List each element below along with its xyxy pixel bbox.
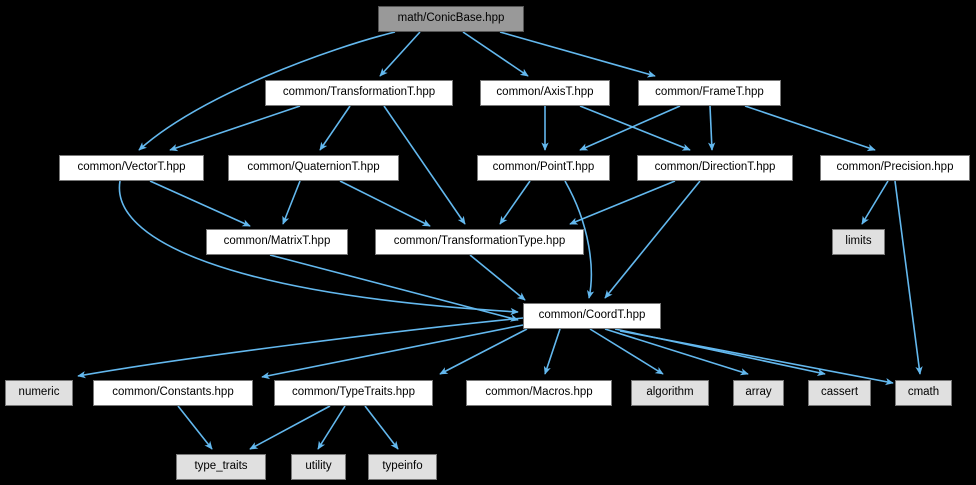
graph-node-pointt[interactable]: common/PointT.hpp bbox=[477, 155, 610, 181]
graph-node-transformationt[interactable]: common/TransformationT.hpp bbox=[265, 80, 453, 106]
edge-framet-to-directiont bbox=[708, 105, 716, 151]
graph-node-label: common/FrameT.hpp bbox=[655, 86, 764, 99]
graph-node-axist[interactable]: common/AxisT.hpp bbox=[480, 80, 610, 106]
graph-node-label: common/CoordT.hpp bbox=[538, 309, 646, 322]
edge-transformationt-to-transformationtype bbox=[383, 105, 466, 225]
graph-node-label: array bbox=[745, 386, 772, 399]
graph-node-label: typeinfo bbox=[382, 460, 423, 473]
edge-constants-to-type_traits bbox=[177, 405, 213, 450]
edge-quaterniont-to-matrixt bbox=[282, 180, 301, 225]
edge-conicbase-to-vectort bbox=[138, 31, 396, 151]
edge-coordt-to-array bbox=[604, 328, 749, 376]
edge-coordt-to-algorithm bbox=[589, 328, 664, 375]
graph-node-label: common/QuaternionT.hpp bbox=[247, 161, 380, 174]
edge-pointt-to-coordt bbox=[564, 180, 595, 299]
graph-node-array[interactable]: array bbox=[733, 380, 784, 406]
edge-conicbase-to-axist bbox=[462, 31, 529, 77]
graph-node-conicbase[interactable]: math/ConicBase.hpp bbox=[378, 6, 524, 32]
graph-node-algorithm[interactable]: algorithm bbox=[631, 380, 709, 406]
graph-node-cassert[interactable]: cassert bbox=[808, 380, 871, 406]
graph-node-label: algorithm bbox=[646, 386, 694, 399]
edge-axist-to-directiont bbox=[579, 105, 691, 151]
graph-node-transformationtype[interactable]: common/TransformationType.hpp bbox=[375, 229, 584, 255]
graph-node-numeric[interactable]: numeric bbox=[5, 380, 73, 406]
graph-node-quaterniont[interactable]: common/QuaternionT.hpp bbox=[228, 155, 399, 181]
edge-transformationt-to-quaterniont bbox=[319, 105, 351, 151]
graph-node-label: limits bbox=[845, 235, 872, 248]
edge-coordt-to-constants bbox=[261, 324, 524, 380]
graph-node-label: cassert bbox=[820, 386, 859, 399]
edge-vectort-to-coordt bbox=[118, 180, 519, 316]
graph-node-framet[interactable]: common/FrameT.hpp bbox=[638, 80, 781, 106]
graph-node-constants[interactable]: common/Constants.hpp bbox=[93, 380, 253, 406]
graph-node-directiont[interactable]: common/DirectionT.hpp bbox=[637, 155, 793, 181]
edge-framet-to-pointt bbox=[579, 105, 681, 151]
edge-conicbase-to-transformationt bbox=[379, 31, 421, 77]
edge-quaterniont-to-transformationtype bbox=[339, 180, 431, 227]
graph-node-label: common/TransformationType.hpp bbox=[393, 235, 566, 248]
edge-pointt-to-transformationtype bbox=[499, 180, 531, 225]
edge-precision-to-limits bbox=[861, 180, 889, 225]
graph-node-coordt[interactable]: common/CoordT.hpp bbox=[523, 303, 661, 329]
graph-node-matrixt[interactable]: common/MatrixT.hpp bbox=[206, 229, 348, 255]
graph-node-label: numeric bbox=[18, 386, 60, 399]
edge-typetraits-to-type_traits bbox=[249, 405, 331, 450]
edge-matrixt-to-coordt bbox=[269, 254, 519, 322]
graph-node-label: math/ConicBase.hpp bbox=[397, 12, 505, 25]
graph-node-label: utility bbox=[305, 460, 332, 473]
edge-directiont-to-coordt bbox=[604, 180, 701, 299]
graph-node-label: common/Macros.hpp bbox=[485, 386, 593, 399]
edge-precision-to-cmath bbox=[894, 180, 923, 375]
graph-node-label: common/MatrixT.hpp bbox=[223, 235, 331, 248]
graph-node-label: type_traits bbox=[194, 460, 248, 473]
edge-coordt-to-macros bbox=[543, 328, 561, 375]
graph-node-label: common/Constants.hpp bbox=[112, 386, 234, 399]
graph-node-type_traits[interactable]: type_traits bbox=[176, 454, 266, 480]
graph-node-label: common/DirectionT.hpp bbox=[654, 161, 776, 174]
edge-coordt-to-typetraits bbox=[439, 328, 528, 375]
edge-typetraits-to-typeinfo bbox=[364, 405, 399, 450]
graph-node-vectort[interactable]: common/VectorT.hpp bbox=[59, 155, 204, 181]
graph-node-limits[interactable]: limits bbox=[832, 229, 885, 255]
graph-node-typeinfo[interactable]: typeinfo bbox=[368, 454, 437, 480]
graph-node-label: common/TransformationT.hpp bbox=[282, 86, 436, 99]
edge-framet-to-precision bbox=[744, 105, 876, 152]
graph-node-macros[interactable]: common/Macros.hpp bbox=[466, 380, 612, 406]
edge-directiont-to-transformationtype bbox=[569, 180, 676, 225]
graph-node-utility[interactable]: utility bbox=[291, 454, 346, 480]
edge-transformationt-to-vectort bbox=[169, 105, 301, 152]
edge-vectort-to-matrixt bbox=[149, 180, 251, 227]
graph-node-label: common/Precision.hpp bbox=[836, 161, 954, 174]
edge-coordt-to-numeric bbox=[77, 317, 524, 379]
graph-node-label: common/PointT.hpp bbox=[492, 161, 595, 174]
edge-coordt-to-cmath bbox=[619, 330, 894, 386]
edge-transformationtype-to-coordt bbox=[469, 254, 526, 301]
graph-node-cmath[interactable]: cmath bbox=[895, 380, 952, 406]
graph-node-typetraits[interactable]: common/TypeTraits.hpp bbox=[274, 380, 433, 406]
edge-conicbase-to-framet bbox=[499, 31, 656, 78]
edge-typetraits-to-utility bbox=[317, 405, 346, 450]
graph-node-precision[interactable]: common/Precision.hpp bbox=[820, 155, 970, 181]
graph-node-label: common/VectorT.hpp bbox=[77, 161, 186, 174]
graph-node-label: cmath bbox=[907, 386, 940, 399]
graph-node-label: common/TypeTraits.hpp bbox=[292, 386, 415, 399]
graph-node-label: common/AxisT.hpp bbox=[496, 86, 594, 99]
